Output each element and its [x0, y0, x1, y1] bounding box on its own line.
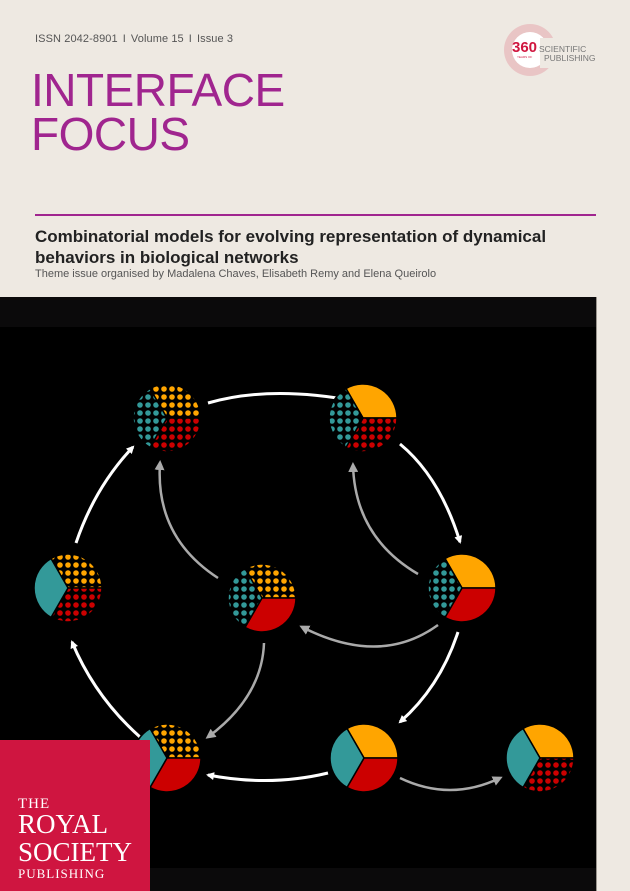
state-pie-7: [329, 723, 399, 793]
transition-arrow-2-to-3: [399, 442, 463, 544]
state-pie-1: [132, 383, 202, 453]
divider: [35, 214, 596, 216]
transition-arrow-4-to-6: [205, 642, 266, 739]
rsp-line4: PUBLISHING: [18, 866, 106, 881]
logo-line2: PUBLISHING: [544, 53, 596, 63]
rsp-line1: THE: [18, 796, 51, 812]
transition-arrow-7-to-8: [399, 776, 503, 792]
separator: I: [188, 33, 192, 45]
journal-title-line1: INTERFACE: [31, 64, 285, 116]
journal-title: INTERFACE FOCUS: [31, 64, 285, 160]
teal-sector: [132, 387, 168, 449]
royal-society-publishing-logo: THE ROYAL SOCIETY PUBLISHING: [0, 740, 150, 891]
transition-arrow-3-to-2: [348, 462, 419, 576]
rsp-line2-3: ROYAL SOCIETY: [18, 810, 132, 866]
logo-small: YEARS OF: [517, 55, 532, 59]
teal-sector: [33, 557, 69, 619]
state-pie-8: [505, 723, 575, 793]
logo-line1: SCIENTIFIC: [539, 44, 586, 54]
state-pie-5: [33, 553, 103, 623]
logo-number: 360: [512, 39, 537, 56]
state-pie-3: [427, 553, 497, 623]
teal-sector: [328, 387, 364, 449]
theme-title: Combinatorial models for evolving repres…: [35, 227, 547, 267]
teal-sector: [505, 727, 541, 789]
issn-volume-issue: ISSN 2042-8901 I Volume 15 I Issue 3: [35, 33, 233, 45]
transition-arrow-6-to-5: [70, 640, 141, 739]
issue: Issue 3: [196, 33, 234, 45]
state-pie-2: [328, 383, 398, 453]
transition-arrow-5-to-1: [74, 445, 135, 544]
transition-arrow-3-to-7: [398, 631, 460, 724]
rsp-line3: SOCIETY: [18, 837, 132, 867]
issn: ISSN 2042-8901: [35, 33, 118, 45]
volume: Volume 15: [130, 33, 184, 45]
rsp-line2: ROYAL: [18, 809, 109, 839]
journal-title-line2: FOCUS: [31, 108, 190, 160]
state-pie-4: [227, 563, 297, 633]
theme-organisers: Theme issue organised by Madalena Chaves…: [35, 268, 437, 280]
transition-arrow-7-to-6: [206, 771, 329, 782]
top-band: [0, 297, 596, 327]
separator: I: [122, 33, 126, 45]
teal-sector: [427, 557, 463, 619]
transition-arrow-3-to-4: [299, 623, 439, 648]
teal-sector: [329, 727, 365, 789]
anniversary-logo: 360 YEARS OF SCIENTIFIC PUBLISHING: [504, 24, 606, 76]
teal-sector: [227, 567, 263, 629]
transition-arrow-4-to-1: [154, 460, 219, 580]
